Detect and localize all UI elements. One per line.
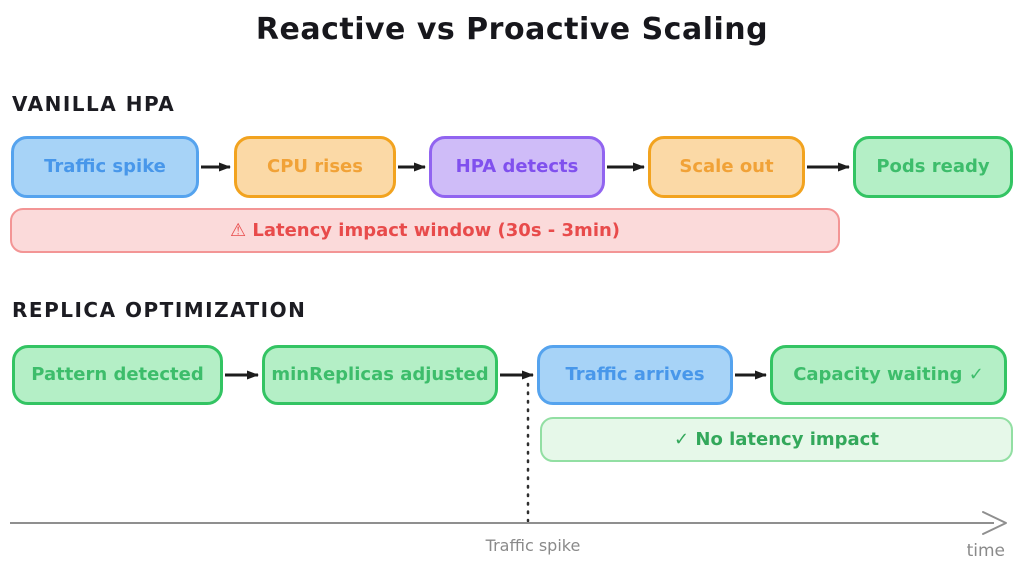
step-pods-ready: Pods ready: [853, 136, 1013, 198]
time-axis-arrowhead-icon: [982, 511, 1007, 535]
step-capacity-waiting: Capacity waiting ✓: [770, 345, 1007, 405]
no-latency-banner: ✓ No latency impact: [540, 417, 1013, 462]
step-minreplicas-adjusted: minReplicas adjusted: [262, 345, 498, 405]
step-pattern-detected: Pattern detected: [12, 345, 223, 405]
latency-impact-banner: ⚠ Latency impact window (30s - 3min): [10, 208, 840, 253]
timeline-axis-label: time: [966, 541, 1005, 561]
step-scale-out: Scale out: [648, 136, 805, 198]
step-hpa-detects: HPA detects: [429, 136, 605, 198]
step-cpu-rises: CPU rises: [234, 136, 396, 198]
step-traffic-spike: Traffic spike: [11, 136, 199, 198]
step-traffic-arrives: Traffic arrives: [537, 345, 733, 405]
section-heading-vanilla-hpa: VANILLA HPA: [12, 92, 176, 116]
page-title: Reactive vs Proactive Scaling: [255, 12, 769, 47]
section-heading-replica-optimization: REPLICA OPTIMIZATION: [12, 298, 307, 322]
timeline-traffic-spike-label: Traffic spike: [485, 536, 581, 555]
